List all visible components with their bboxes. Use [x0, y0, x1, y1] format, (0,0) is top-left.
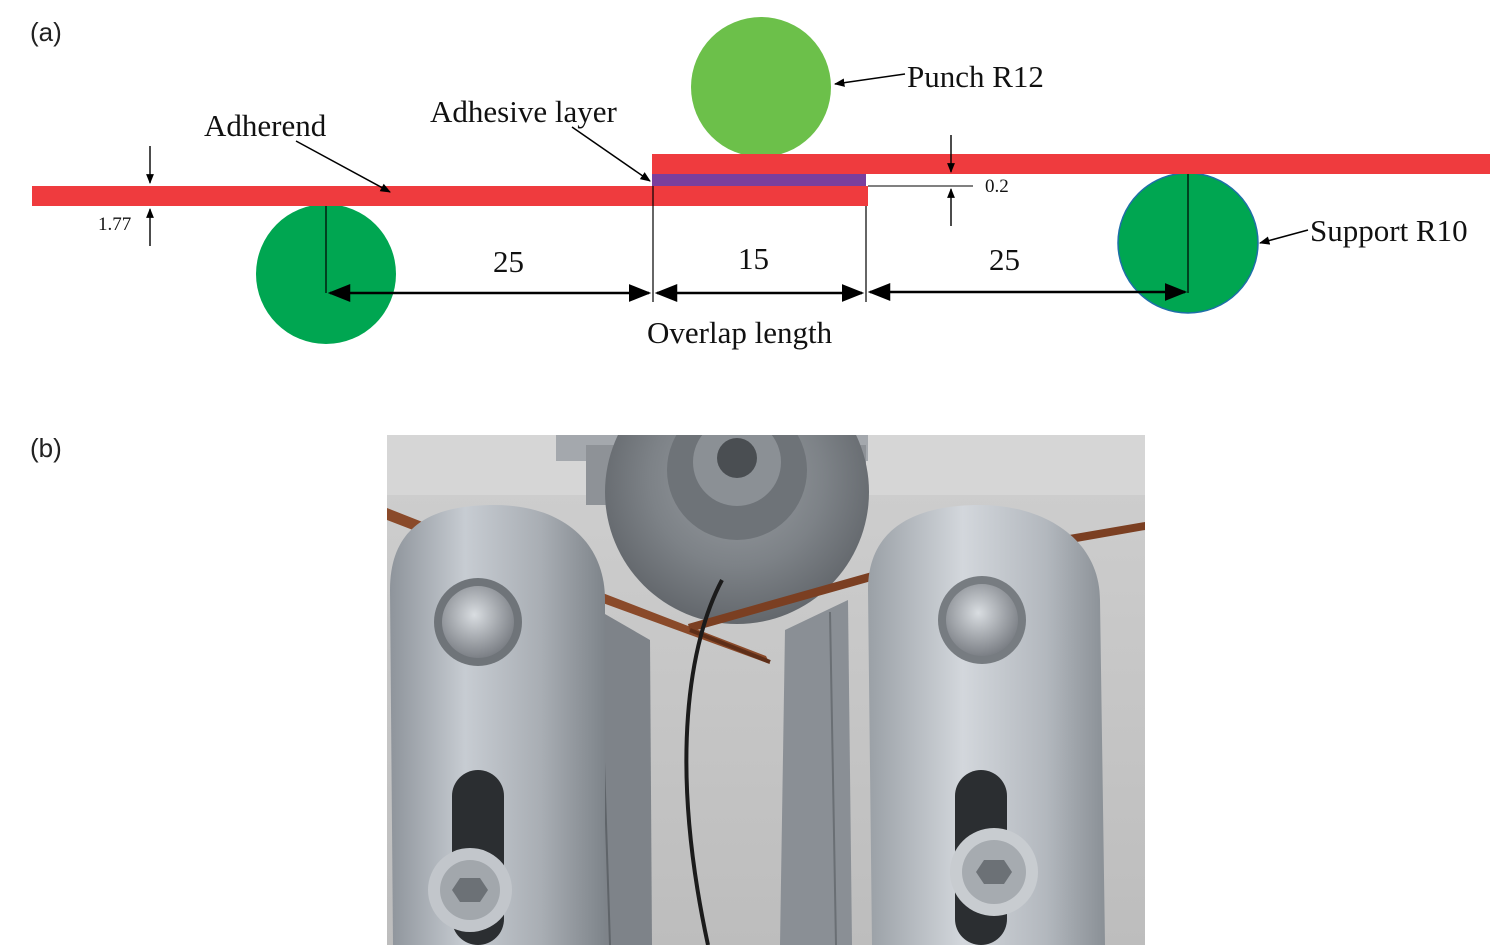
dimension-left-span: 25 — [493, 244, 524, 279]
dimension-overlap: 15 — [738, 241, 769, 276]
support-label: Support R10 — [1310, 213, 1468, 248]
punch-label: Punch R12 — [907, 59, 1044, 94]
upper-adherend — [652, 154, 1490, 174]
adhesive-thickness-value: 0.2 — [985, 176, 1009, 197]
adherend-leader — [295, 140, 391, 193]
wire — [684, 579, 724, 945]
panel-label-a: (a) — [30, 17, 62, 47]
test-fixture-photo — [387, 435, 1145, 945]
punch-leader — [833, 73, 906, 87]
punch-roller — [691, 17, 831, 157]
adherend-thickness-value: 1.77 — [98, 214, 131, 235]
adhesive-layer-label: Adhesive layer — [430, 94, 617, 129]
adhesive-leader — [571, 126, 651, 182]
lower-adherend — [32, 186, 868, 206]
adherend-label: Adherend — [204, 108, 327, 143]
dimension-right-span: 25 — [989, 242, 1020, 277]
panel-label-b: (b) — [30, 433, 62, 463]
right-support-plate — [868, 505, 1105, 945]
support-leader — [1258, 229, 1309, 245]
overlap-length-label: Overlap length — [647, 315, 833, 350]
adhesive-layer-strip — [652, 174, 866, 186]
diagram-panel-a: 25 15 25 Overlap length 1.77 0.2 Punch R… — [32, 17, 1490, 350]
